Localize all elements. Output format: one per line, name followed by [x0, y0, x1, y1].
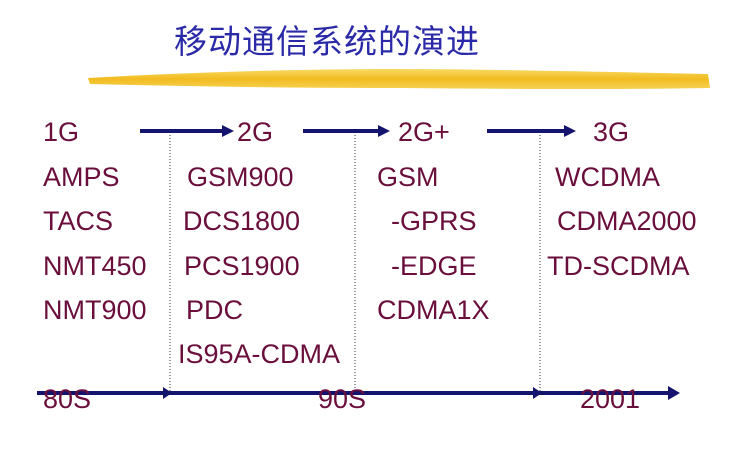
system-item: NMT900 [43, 295, 147, 325]
arrowhead-icon [668, 386, 680, 400]
timeline-label-2001: 2001 [580, 384, 641, 414]
system-item: AMPS [43, 162, 120, 192]
system-item: CDMA1X [377, 295, 490, 325]
system-item: PDC [186, 295, 244, 325]
generation-3g: 3G [593, 117, 630, 147]
arrowhead-icon [533, 387, 542, 399]
generation-2gplus: 2G+ [398, 117, 450, 147]
system-item: TD-SCDMA [547, 251, 690, 281]
system-item: TACS [43, 206, 114, 236]
system-item: -GPRS [391, 206, 477, 236]
highlight-stroke [88, 69, 710, 89]
system-item: GSM [377, 162, 439, 192]
system-item: DCS1800 [183, 206, 301, 236]
timeline-label-80s: 80S [43, 384, 92, 414]
system-item: IS95A-CDMA [178, 339, 341, 369]
arrowhead-icon [163, 387, 172, 399]
arrowhead-icon [378, 125, 390, 137]
generation-2g: 2G [237, 117, 274, 147]
slide-title: 移动通信系统的演进 [174, 22, 480, 61]
arrowhead-icon [222, 125, 234, 137]
system-item: CDMA2000 [557, 206, 697, 236]
system-item: WCDMA [555, 162, 660, 192]
generation-1g: 1G [43, 117, 80, 147]
timeline-label-90s: 90S [318, 384, 367, 414]
system-item: -EDGE [391, 251, 477, 281]
system-item: PCS1900 [184, 251, 300, 281]
system-item: NMT450 [43, 251, 147, 281]
arrowhead-icon [564, 125, 576, 137]
system-item: GSM900 [187, 162, 294, 192]
divider-lines [169, 135, 541, 395]
